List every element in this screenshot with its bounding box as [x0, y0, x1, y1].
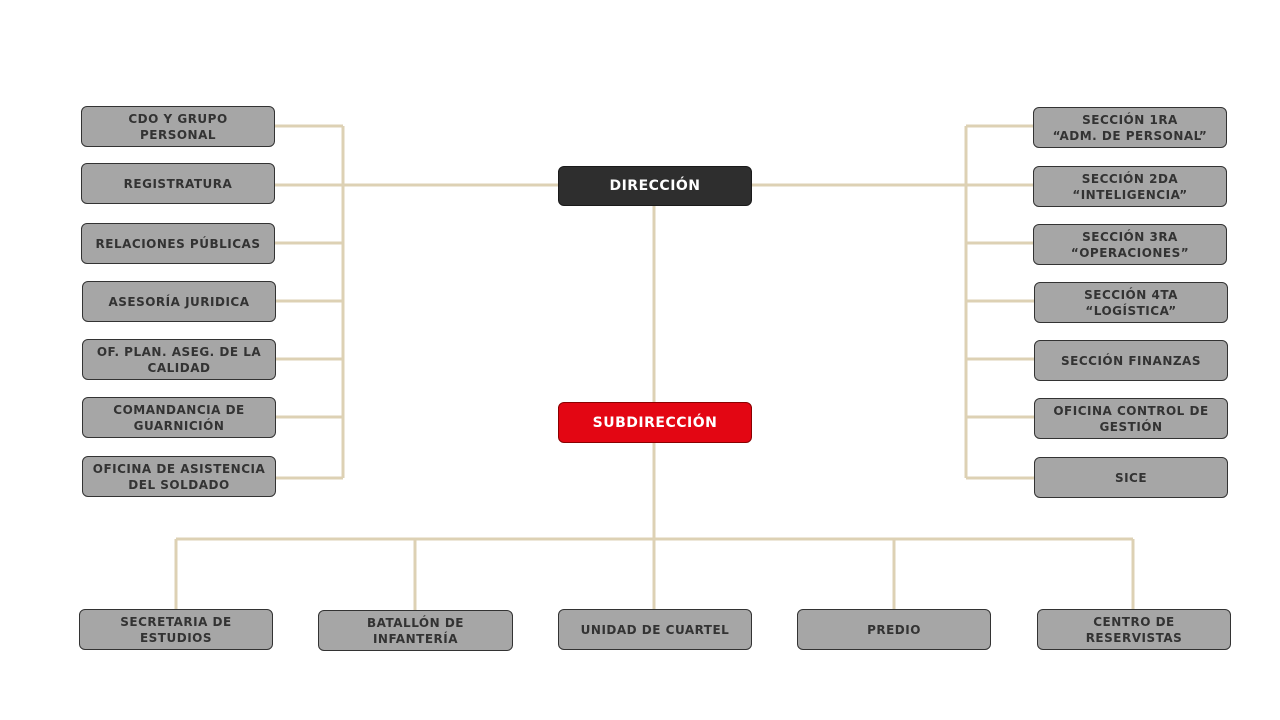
- node-bottom-1: SECRETARIA DE ESTUDIOS: [79, 609, 273, 650]
- node-right-3: SECCIÓN 3RA “OPERACIONES”: [1033, 224, 1227, 265]
- node-left-1: CDO Y GRUPO PERSONAL: [81, 106, 275, 147]
- node-direccion: DIRECCIÓN: [558, 166, 752, 206]
- node-right-6: OFICINA CONTROL DE GESTIÓN: [1034, 398, 1228, 439]
- node-right-7: SICE: [1034, 457, 1228, 498]
- node-left-2: REGISTRATURA: [81, 163, 275, 204]
- node-bottom-3: UNIDAD DE CUARTEL: [558, 609, 752, 650]
- node-right-5: SECCIÓN FINANZAS: [1034, 340, 1228, 381]
- node-right-4: SECCIÓN 4TA “LOGÍSTICA”: [1034, 282, 1228, 323]
- node-right-2: SECCIÓN 2DA “INTELIGENCIA”: [1033, 166, 1227, 207]
- node-left-4: ASESORÍA JURIDICA: [82, 281, 276, 322]
- node-bottom-2: BATALLÓN DE INFANTERÍA: [318, 610, 513, 651]
- node-bottom-5: CENTRO DE RESERVISTAS: [1037, 609, 1231, 650]
- node-left-5: OF. PLAN. ASEG. DE LA CALIDAD: [82, 339, 276, 380]
- node-left-3: RELACIONES PÚBLICAS: [81, 223, 275, 264]
- node-right-1: SECCIÓN 1RA “ADM. DE PERSONAL”: [1033, 107, 1227, 148]
- node-subdireccion: SUBDIRECCIÓN: [558, 402, 752, 443]
- node-left-7: OFICINA DE ASISTENCIA DEL SOLDADO: [82, 456, 276, 497]
- node-bottom-4: PREDIO: [797, 609, 991, 650]
- node-left-6: COMANDANCIA DE GUARNICIÓN: [82, 397, 276, 438]
